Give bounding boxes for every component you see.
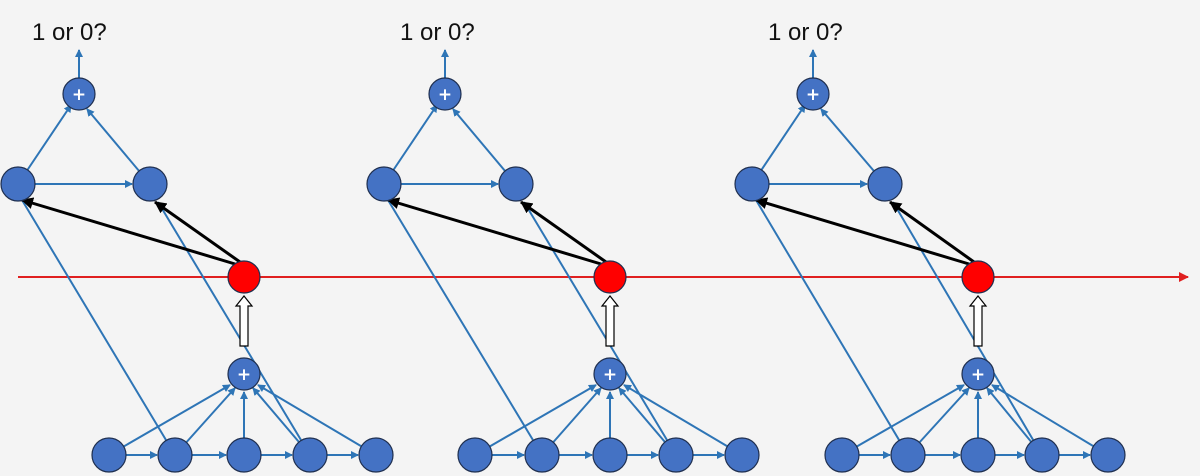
input-node: [292, 437, 328, 473]
edge: [523, 201, 677, 456]
plus-symbol: +: [806, 85, 820, 105]
plus-symbol: +: [971, 365, 985, 385]
state-feedback-edge: [387, 197, 602, 266]
bottom-sum-node: [961, 357, 995, 391]
edge: [387, 199, 543, 456]
edge: [257, 384, 377, 456]
top-sum-node: [428, 77, 462, 111]
feature-node: [498, 166, 534, 202]
input-node: [91, 437, 127, 473]
state-node: [593, 260, 627, 294]
plus-symbol: +: [603, 365, 617, 385]
top-sum-node: [796, 77, 830, 111]
state-feedback-edge: [755, 197, 970, 266]
input-node: [724, 437, 760, 473]
input-node: [226, 437, 262, 473]
state-node: [227, 260, 261, 294]
state-feedback-edge: [21, 197, 236, 266]
edge: [108, 384, 231, 456]
output-label-2: 1 or 0?: [400, 19, 475, 46]
feature-node: [366, 166, 402, 202]
state-feedback-edge: [889, 200, 975, 264]
timestep-1: 1 or 0? + +: [0, 19, 394, 473]
input-node: [960, 437, 996, 473]
top-sum-node: [62, 77, 96, 111]
input-node: [157, 437, 193, 473]
timestep-3: 1 or 0? + +: [734, 19, 1126, 473]
feature-node: [867, 166, 903, 202]
input-node: [1090, 437, 1126, 473]
input-node: [658, 437, 694, 473]
feature-node: [734, 166, 770, 202]
plus-symbol: +: [72, 85, 86, 105]
input-node: [358, 437, 394, 473]
feature-node: [132, 166, 168, 202]
hollow-up-arrow-2: [600, 295, 620, 347]
state-node: [961, 260, 995, 294]
edge: [157, 201, 311, 456]
edge: [892, 201, 1043, 456]
input-node: [890, 437, 926, 473]
hollow-up-arrow-1: [234, 295, 254, 347]
input-node: [524, 437, 560, 473]
plus-symbol: +: [237, 365, 251, 385]
output-label-3: 1 or 0?: [768, 19, 843, 46]
input-node: [457, 437, 493, 473]
edge: [841, 384, 965, 456]
state-feedback-edge: [520, 200, 607, 264]
edge: [623, 384, 743, 456]
plus-symbol: +: [438, 85, 452, 105]
input-node: [592, 437, 628, 473]
edge: [474, 384, 597, 456]
timestep-2: 1 or 0? + +: [366, 19, 760, 473]
edge: [755, 199, 909, 456]
bottom-sum-node: [227, 357, 261, 391]
input-node: [1024, 437, 1060, 473]
edge: [991, 384, 1109, 456]
feature-node: [0, 166, 36, 202]
bottom-sum-node: [593, 357, 627, 391]
input-node: [824, 437, 860, 473]
edge: [21, 199, 176, 456]
hollow-up-arrow-3: [968, 295, 988, 347]
state-feedback-edge: [154, 200, 241, 264]
output-label-1: 1 or 0?: [32, 19, 107, 46]
